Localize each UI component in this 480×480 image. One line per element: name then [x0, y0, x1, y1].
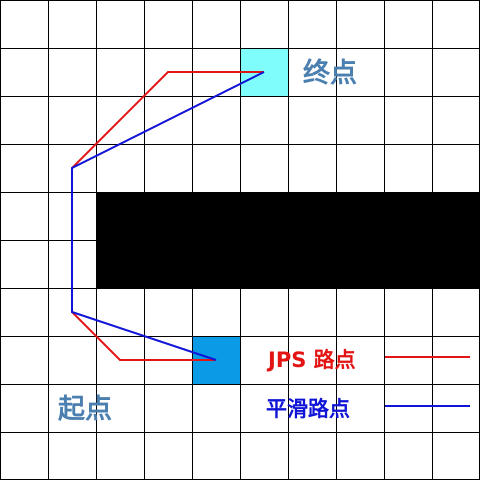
start-label: 起点 [58, 394, 112, 425]
goal-label: 终点 [303, 57, 357, 89]
smooth-path [71, 71, 265, 361]
jps-legend-label: JPS 路点 [266, 348, 356, 372]
smooth-legend-label: 平滑路点 [266, 397, 350, 421]
